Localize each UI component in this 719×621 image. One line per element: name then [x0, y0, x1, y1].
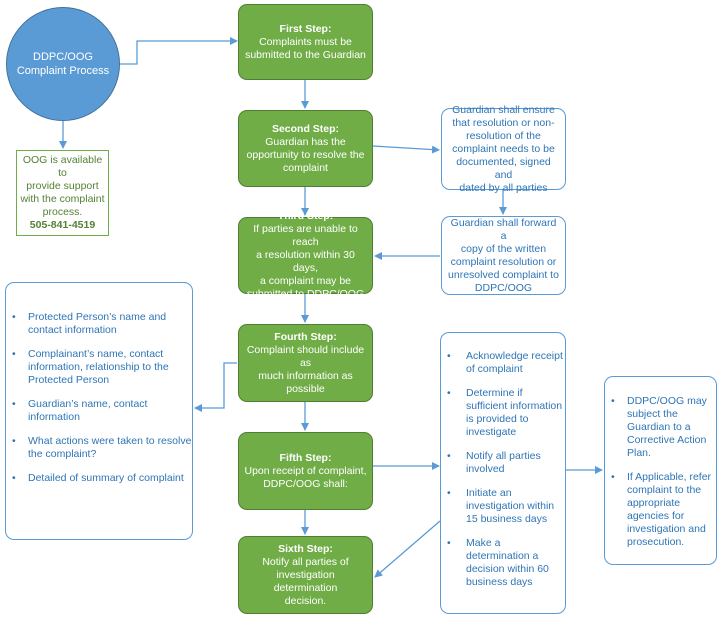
step-title: First Step:	[279, 22, 332, 35]
support-line: provide support	[26, 180, 99, 192]
list-item: Protected Person’s name and contact info…	[6, 311, 192, 337]
list-item: Determine if sufficient information is p…	[441, 387, 565, 439]
step-line: submitted to DDPC/OOG	[246, 288, 365, 300]
ensure-line: Guardian shall ensure	[452, 103, 555, 116]
process-start-node: DDPC/OOG Complaint Process	[6, 7, 120, 121]
step-line: much information as	[258, 369, 353, 382]
arrow-start-to-step1	[120, 37, 238, 65]
start-line-2: Complaint Process	[16, 65, 110, 77]
outcomes-list: DDPC/OOG may subject the Guardian to a C…	[605, 395, 716, 549]
step-title: Fourth Step:	[274, 330, 337, 343]
list-item: Initiate an investigation within 15 busi…	[441, 487, 565, 526]
oog-support-box: OOG is available to provide support with…	[16, 150, 109, 236]
step-line: Upon receipt of complaint,	[244, 464, 367, 477]
list-item: Make a determination a decision within 6…	[441, 537, 565, 589]
support-line: process.	[42, 206, 83, 218]
step-4-node: Fourth Step: Complaint should include as…	[238, 324, 373, 402]
arrow-actions-to-step6	[374, 520, 441, 578]
list-item: DDPC/OOG may subject the Guardian to a C…	[605, 395, 716, 460]
step-line: complaint	[283, 161, 328, 174]
ensure-line: resolution of the	[466, 129, 541, 142]
forward-line: DDPC/OOG	[474, 281, 533, 294]
arrow-step4-to-contents	[194, 362, 237, 412]
oog-actions-list: Acknowledge receipt of complaint Determi…	[441, 350, 565, 589]
list-item: If Applicable, refer complaint to the ap…	[605, 471, 716, 549]
arrow-step2-to-ensure	[372, 145, 440, 154]
ensure-line: complaint needs to be	[452, 142, 555, 155]
list-item: Notify all parties involved	[441, 450, 565, 476]
ensure-line: dated by all parties	[459, 181, 548, 194]
list-item: What actions were taken to resolve the c…	[6, 435, 192, 461]
forward-line: Guardian shall forward a	[450, 216, 557, 242]
step-line: DDPC/OOG shall:	[263, 477, 348, 490]
step-line: investigation determination	[273, 568, 338, 594]
list-item: Acknowledge receipt of complaint	[441, 350, 565, 376]
step-line: a resolution within 30 days,	[256, 249, 355, 274]
step-title: Second Step:	[271, 122, 340, 135]
step-title: Fifth Step:	[279, 451, 332, 464]
list-item: Complainant’s name, contact information,…	[6, 348, 192, 387]
step-1-node: First Step: Complaints must be submitted…	[238, 4, 373, 80]
oog-actions-box: Acknowledge receipt of complaint Determi…	[440, 332, 566, 614]
step-line: Complaint should include as	[246, 343, 365, 369]
complaint-contents-box: Protected Person’s name and contact info…	[5, 282, 193, 540]
forward-line: complaint resolution or	[450, 255, 557, 268]
list-item: Detailed of summary of complaint	[6, 472, 192, 485]
support-phone: 505-841-4519	[29, 219, 96, 231]
guardian-forward-box: Guardian shall forward a copy of the wri…	[441, 216, 566, 295]
forward-line: unresolved complaint to	[448, 268, 559, 281]
start-line-1: DDPC/OOG	[33, 51, 93, 63]
ensure-line: documented, signed and	[456, 155, 551, 181]
step-line: Guardian has the	[265, 135, 346, 148]
step-title: Third Step:	[277, 210, 334, 222]
step-line: opportunity to resolve the	[246, 148, 365, 161]
support-line: OOG is available to	[22, 154, 103, 179]
forward-line: copy of the written	[460, 242, 547, 255]
step-line: Notify all parties of	[262, 555, 349, 568]
list-item: Guardian’s name, contact information	[6, 398, 192, 424]
step-line: a complaint may be	[259, 275, 352, 287]
step-6-node: Sixth Step: Notify all parties of invest…	[238, 536, 373, 614]
step-line: If parties are unable to reach	[253, 223, 358, 248]
guardian-ensure-box: Guardian shall ensure that resolution or…	[441, 104, 566, 194]
step-line: possible	[286, 382, 325, 395]
complaint-contents-list: Protected Person’s name and contact info…	[6, 311, 192, 485]
ensure-line: that resolution or non-	[452, 116, 555, 129]
step-line: decision.	[284, 594, 327, 607]
step-5-node: Fifth Step: Upon receipt of complaint, D…	[238, 432, 373, 510]
step-line: submitted to the Guardian	[245, 48, 366, 61]
step-line: Complaints must be	[259, 35, 352, 48]
support-line: with the complaint	[20, 193, 105, 205]
outcomes-box: DDPC/OOG may subject the Guardian to a C…	[604, 376, 717, 565]
step-2-node: Second Step: Guardian has the opportunit…	[238, 110, 373, 187]
step-title: Sixth Step:	[278, 542, 333, 555]
step-3-node: Third Step: If parties are unable to rea…	[238, 210, 373, 300]
